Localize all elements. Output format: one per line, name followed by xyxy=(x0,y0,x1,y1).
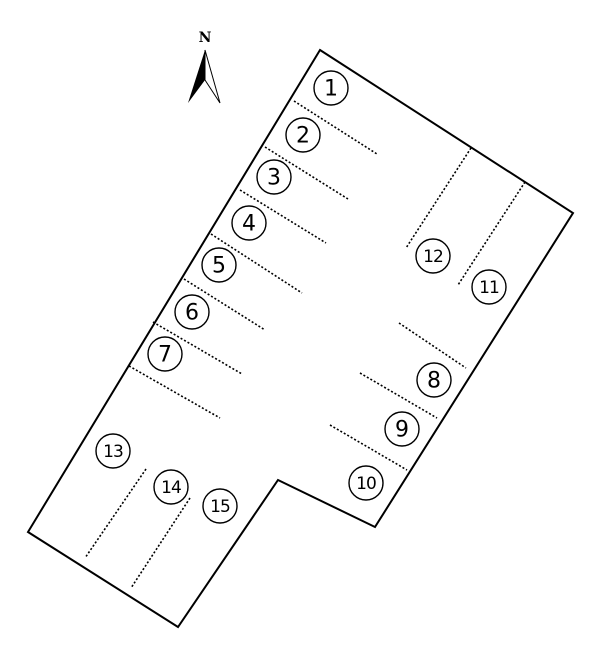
space-label-circle xyxy=(153,469,189,505)
space-divider-line xyxy=(130,497,191,589)
space-divider-line xyxy=(457,181,526,286)
space-label-11: 11 xyxy=(471,269,507,305)
north-arrow-right-icon xyxy=(204,49,221,104)
space-divider-line xyxy=(264,146,349,200)
space-number: 7 xyxy=(158,343,172,368)
space-label-circle xyxy=(202,488,238,524)
space-divider-line xyxy=(398,322,467,369)
space-label-circle xyxy=(256,159,292,195)
space-number: 2 xyxy=(296,124,310,149)
space-divider-line xyxy=(405,147,472,249)
space-number: 1 xyxy=(324,77,338,102)
space-number: 14 xyxy=(161,478,181,498)
space-label-circle xyxy=(147,336,183,372)
space-label-1: 1 xyxy=(313,70,349,106)
space-label-15: 15 xyxy=(202,488,238,524)
space-label-10: 10 xyxy=(348,465,384,501)
space-divider-line xyxy=(152,321,243,375)
space-label-6: 6 xyxy=(174,294,210,330)
space-label-circle xyxy=(384,411,420,447)
space-label-circle xyxy=(174,294,210,330)
space-number: 12 xyxy=(423,247,443,267)
space-label-12: 12 xyxy=(415,238,451,274)
space-number: 3 xyxy=(267,166,281,191)
space-divider-line xyxy=(293,100,378,155)
north-label: N xyxy=(199,30,212,46)
space-label-circle xyxy=(285,117,321,153)
space-label-circle xyxy=(416,362,452,398)
space-label-7: 7 xyxy=(147,336,183,372)
lot-outline xyxy=(26,48,575,629)
space-label-5: 5 xyxy=(201,247,237,283)
space-divider-line xyxy=(84,468,147,559)
space-label-2: 2 xyxy=(285,117,321,153)
space-number: 10 xyxy=(356,474,376,494)
space-label-3: 3 xyxy=(256,159,292,195)
space-label-circle xyxy=(231,205,267,241)
space-label-circle xyxy=(313,70,349,106)
space-divider-line xyxy=(128,365,221,419)
space-number: 5 xyxy=(212,254,226,279)
space-label-circle xyxy=(348,465,384,501)
space-label-4: 4 xyxy=(231,205,267,241)
space-number: 6 xyxy=(185,301,199,326)
space-label-9: 9 xyxy=(384,411,420,447)
space-divider-line xyxy=(329,424,408,471)
space-label-14: 14 xyxy=(153,469,189,505)
space-label-circle xyxy=(415,238,451,274)
space-divider-line xyxy=(239,189,327,244)
north-arrow-left-icon xyxy=(188,50,205,103)
space-divider-line xyxy=(359,372,438,419)
space-label-circle xyxy=(471,269,507,305)
space-dividers xyxy=(84,100,526,589)
space-label-8: 8 xyxy=(416,362,452,398)
space-number: 4 xyxy=(242,212,256,237)
space-number: 9 xyxy=(395,418,409,443)
space-label-13: 13 xyxy=(95,433,131,469)
north-arrow: N xyxy=(188,30,221,104)
space-number: 15 xyxy=(210,497,230,517)
space-number: 13 xyxy=(103,442,123,462)
space-label-circle xyxy=(95,433,131,469)
space-number: 8 xyxy=(427,369,441,394)
space-number: 11 xyxy=(479,278,499,298)
space-label-circle xyxy=(201,247,237,283)
